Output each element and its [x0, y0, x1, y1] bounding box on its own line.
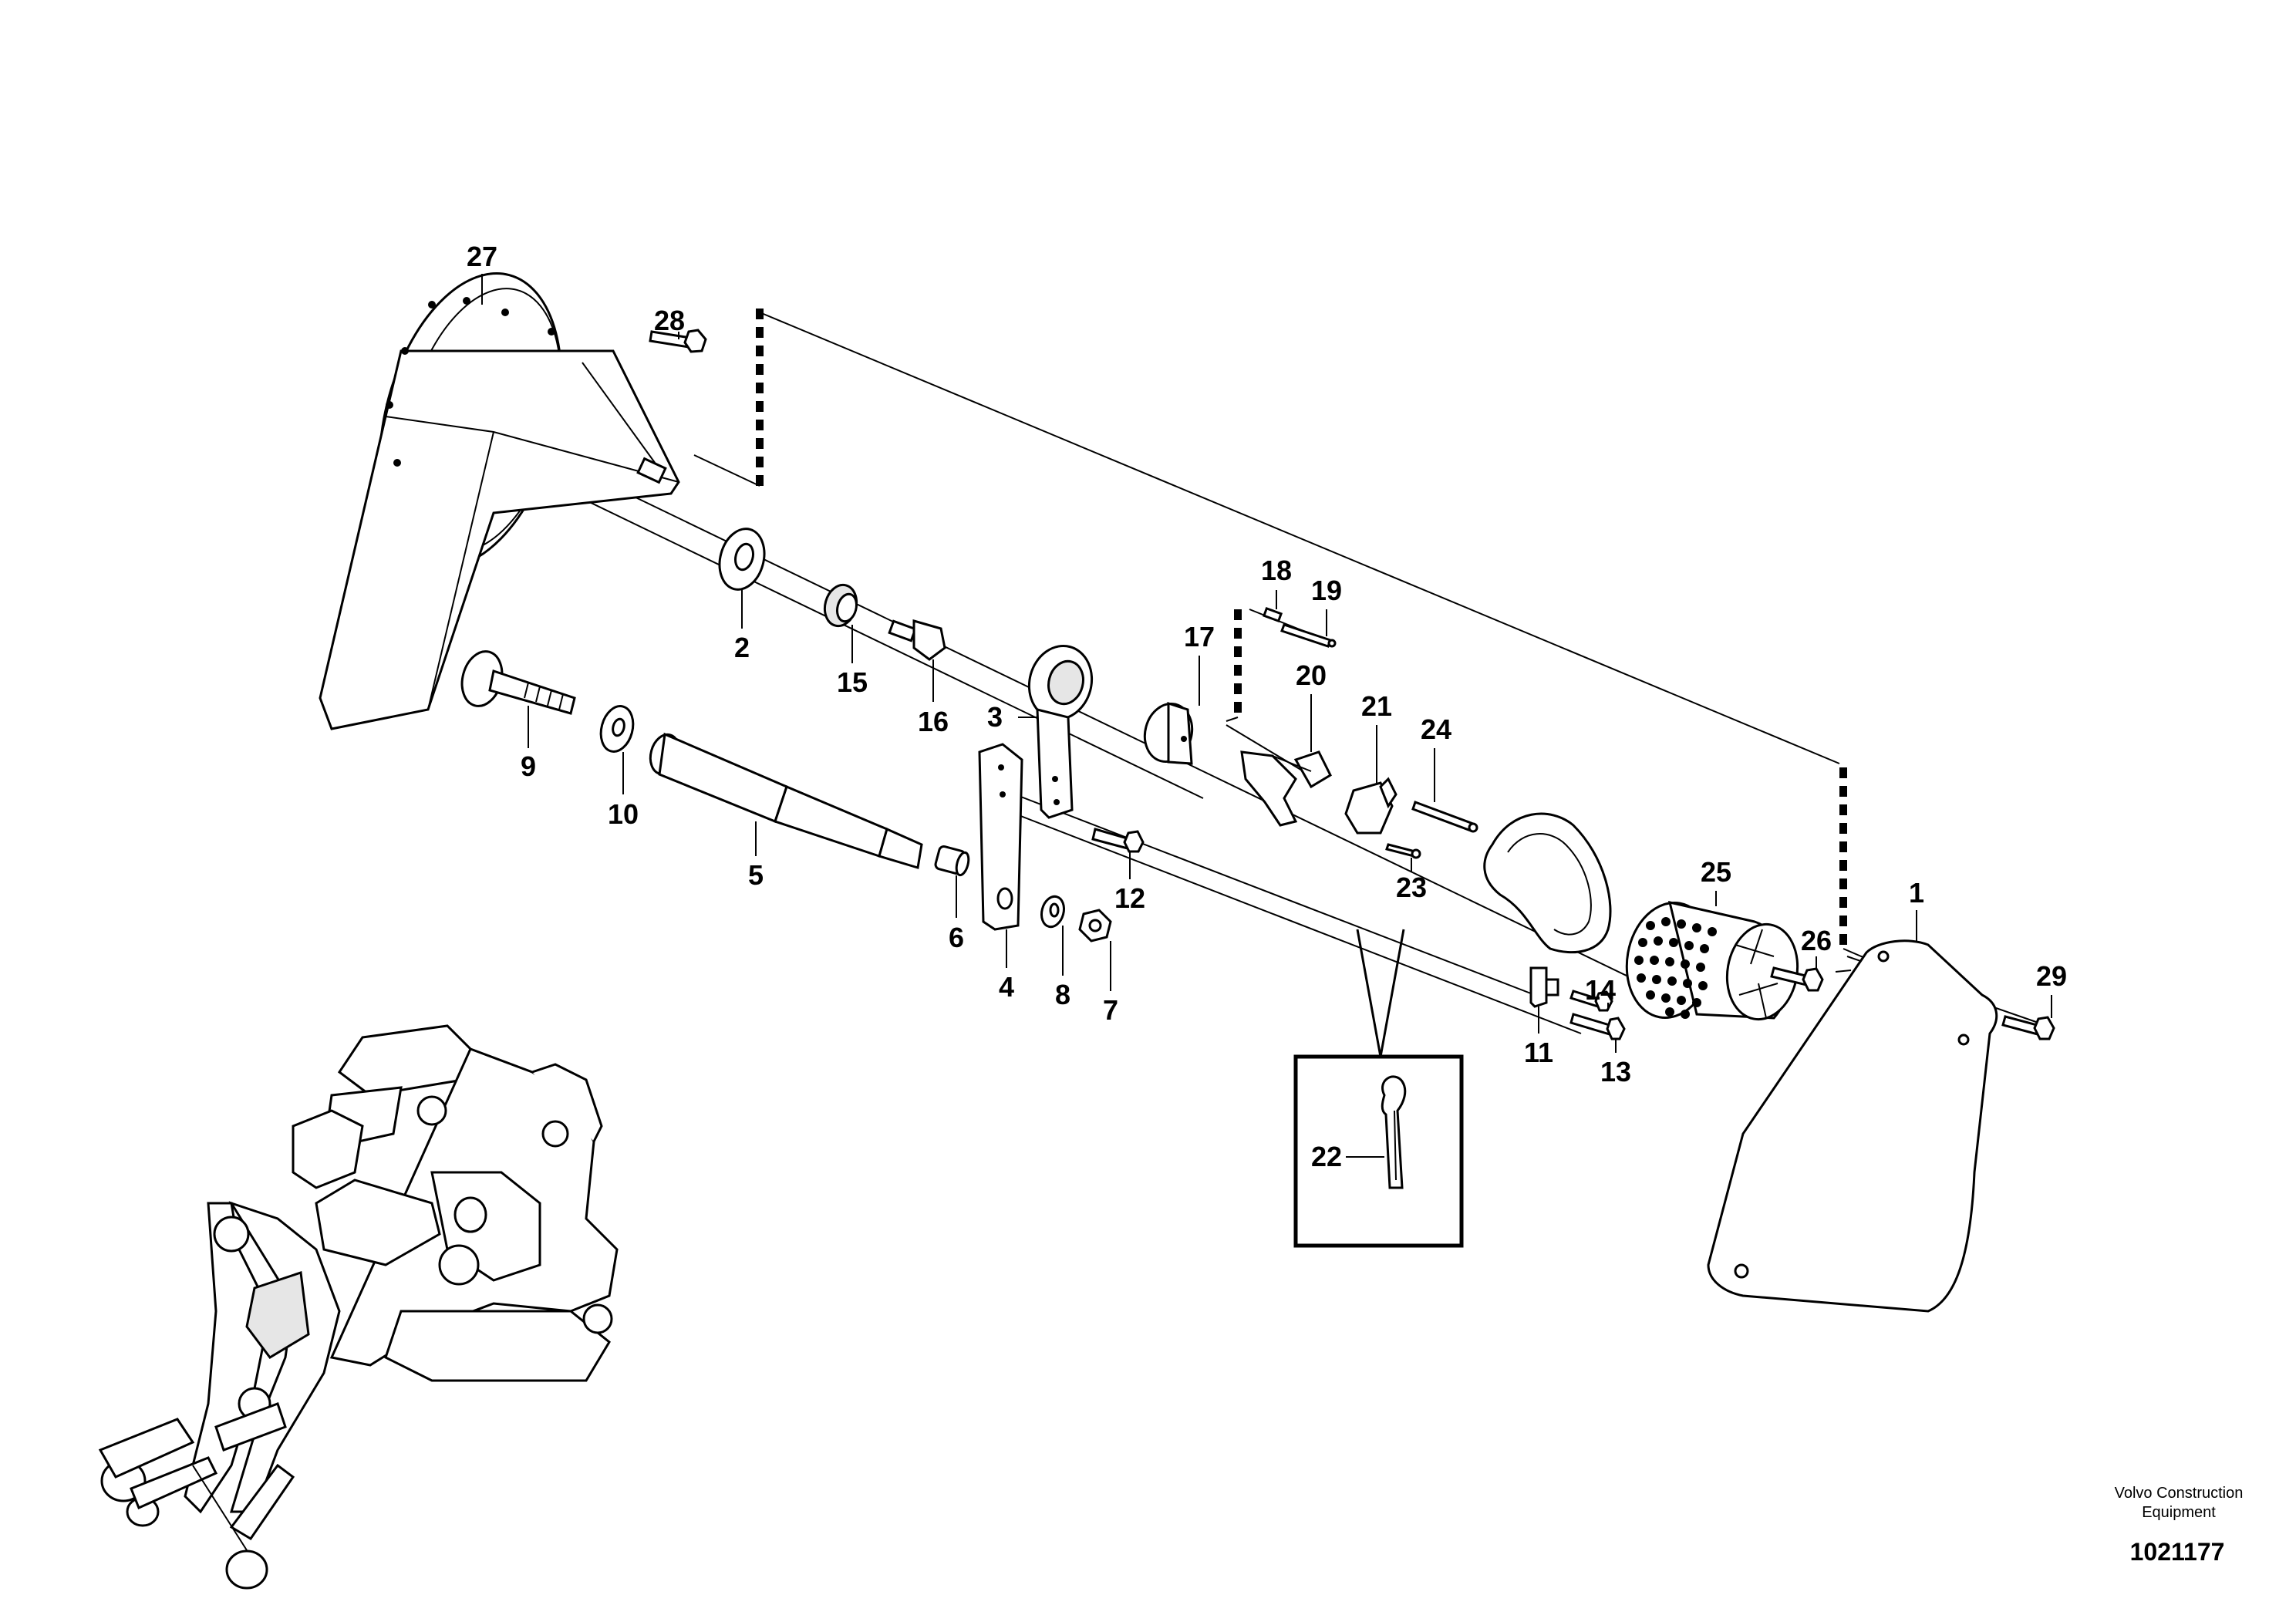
callout-27: 27: [467, 241, 497, 272]
callout-8: 8: [1055, 979, 1070, 1010]
part-22-cotter-pin: [1381, 1075, 1407, 1189]
part-11-clip: [1529, 966, 1559, 1008]
part-26-bolt: [1770, 966, 1824, 992]
callout-26: 26: [1801, 925, 1832, 956]
part-25-perforated-drum: [1625, 901, 1799, 1021]
brand-line-1: Volvo Construction: [2115, 1485, 2244, 1502]
dashed-connector-lines: [693, 309, 1871, 961]
callout-7: 7: [1103, 994, 1118, 1026]
callout-19: 19: [1311, 575, 1342, 606]
callout-29: 29: [2036, 960, 2067, 992]
machine-locator-thumbnail: [98, 1024, 619, 1590]
callout-13: 13: [1600, 1056, 1631, 1088]
callout-16: 16: [918, 706, 949, 737]
callout-12: 12: [1114, 882, 1145, 914]
part-10-washer: [599, 705, 635, 753]
detail-inset-box: [1293, 929, 1464, 1248]
part-23-screw: [1385, 843, 1421, 859]
callout-15: 15: [837, 666, 868, 698]
part-7-nut: [1078, 909, 1112, 943]
part-12-bolt: [1091, 828, 1145, 853]
callout-numbers: 27 28 2 15 16 3 9 10 5 6 4 8 7 12 17 18 …: [467, 241, 2067, 1172]
callout-2: 2: [734, 632, 750, 663]
part-15-bushing: [823, 583, 858, 628]
callout-28: 28: [654, 305, 685, 336]
brand-line-2: Equipment: [2142, 1504, 2216, 1521]
part-20-bracket: [1240, 750, 1332, 827]
callout-20: 20: [1296, 659, 1327, 691]
part-8-washer: [1040, 895, 1065, 929]
callout-14: 14: [1585, 974, 1616, 1006]
callout-1: 1: [1909, 877, 1924, 909]
callout-leader-lines: [481, 274, 2052, 1158]
part-1-cover-plate: [1707, 939, 1998, 1313]
part-4-link-plate: [978, 743, 1023, 931]
callout-4: 4: [999, 971, 1014, 1003]
callout-21: 21: [1361, 690, 1392, 722]
part-28-bolt: [649, 329, 707, 353]
callout-11: 11: [1524, 1037, 1553, 1068]
part-29-bolt: [2001, 1015, 2055, 1040]
callout-6: 6: [949, 922, 964, 953]
part-5-shaft: [649, 732, 923, 869]
part-2-washer: [718, 528, 766, 591]
part-18-pin: [1262, 606, 1283, 623]
callout-5: 5: [748, 859, 764, 891]
callout-3: 3: [987, 701, 1003, 733]
callout-25: 25: [1701, 856, 1731, 888]
callout-9: 9: [521, 750, 536, 782]
callout-10: 10: [608, 798, 639, 830]
part-19-rod: [1280, 623, 1337, 648]
callout-18: 18: [1261, 555, 1292, 586]
part-9-pivot-bolt: [460, 650, 576, 715]
footer: Volvo Construction Equipment 1021177: [2115, 1485, 2244, 1566]
part-24-rod: [1411, 801, 1478, 833]
part-3-lever-arm: [1027, 644, 1094, 819]
callout-22: 22: [1311, 1141, 1342, 1172]
callout-23: 23: [1396, 872, 1427, 903]
part-21-clamp: [1344, 777, 1397, 835]
part-16-pin: [888, 619, 946, 661]
part-strap-band: [1483, 812, 1612, 954]
part-27-housing-cover: [319, 272, 680, 730]
callout-17: 17: [1184, 621, 1215, 653]
part-13-bolt: [1569, 1013, 1626, 1040]
part-17-disc: [1143, 701, 1194, 765]
document-number: 1021177: [2130, 1538, 2225, 1566]
callout-24: 24: [1421, 713, 1451, 745]
part-6-spacer: [934, 845, 970, 877]
